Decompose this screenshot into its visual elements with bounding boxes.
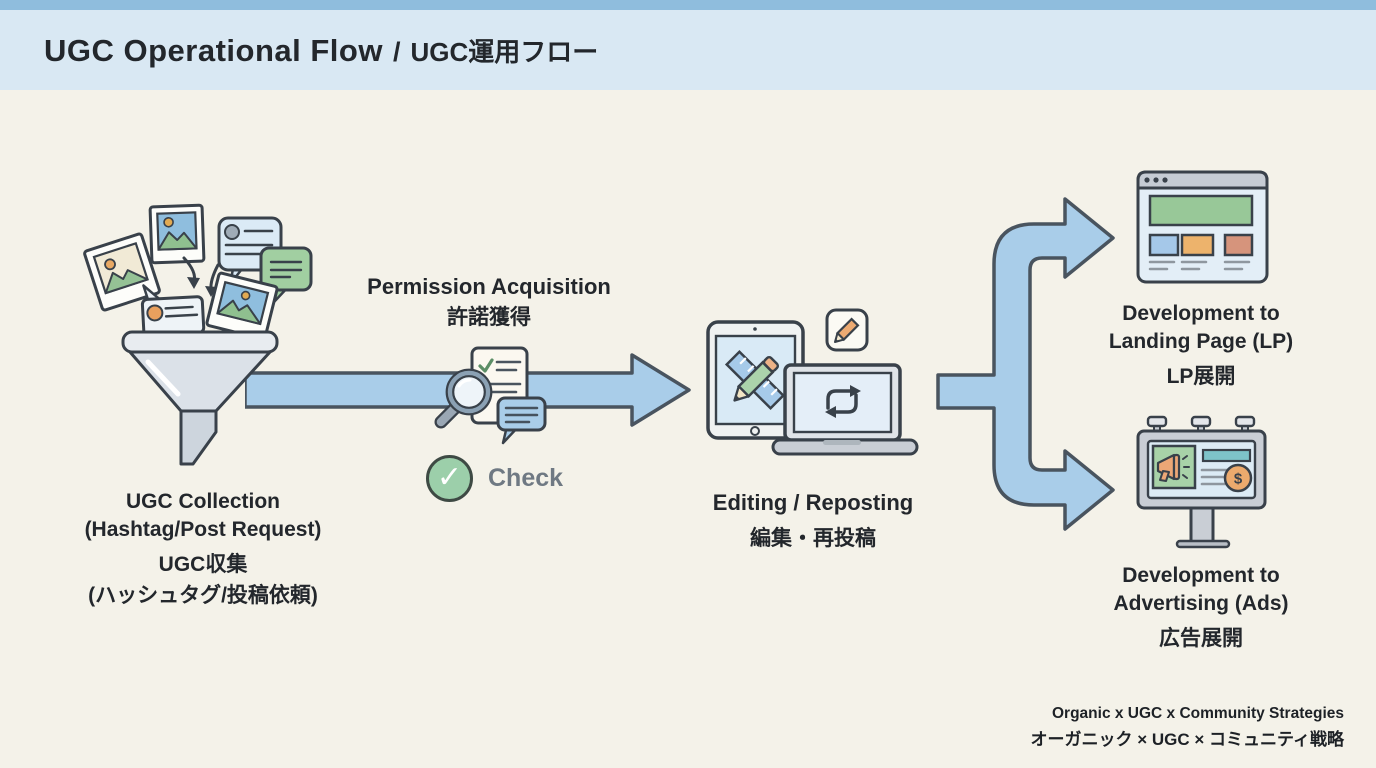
ads-title-ja: 広告展開 — [1159, 627, 1243, 650]
collection-title-en: UGC Collection — [125, 490, 280, 513]
check-circle-icon: ✓ — [426, 455, 473, 502]
megaphone-icon — [1156, 453, 1190, 482]
permission-title-ja: 許諾獲得 — [447, 306, 531, 329]
check-mark-icon: ✓ — [436, 460, 463, 494]
drop-arrow-icon — [182, 256, 220, 297]
footer-caption: Organic x UGC x Community Strategies オーガ… — [1030, 702, 1344, 753]
check-badge: ✓ Check — [426, 455, 563, 502]
card-block — [1223, 233, 1254, 257]
permission-illustration — [434, 346, 547, 445]
branch-arrow — [936, 197, 1115, 531]
pencil-icon — [733, 355, 780, 402]
page-title-en: UGC Operational Flow — [44, 32, 383, 68]
photo-icon — [205, 271, 279, 341]
browser-window-icon — [1136, 170, 1269, 284]
page-title: UGC Operational Flow / UGC運用フロー — [44, 32, 598, 69]
permission-label: Permission Acquisition 許諾獲得 — [339, 272, 639, 333]
editing-title-en: Editing / Reposting — [712, 490, 914, 515]
editing-illustration — [706, 308, 919, 456]
browser-dots-icon — [1144, 177, 1168, 183]
billboard-lights — [1146, 415, 1256, 432]
ugc-collection-illustration — [83, 203, 313, 466]
photo-icon — [83, 232, 161, 312]
collection-title-ja: UGC収集 — [158, 553, 248, 576]
lp-title-ja: LP展開 — [1166, 365, 1236, 388]
header-accent-strip — [0, 0, 1376, 10]
landing-page-label: Development to Landing Page (LP) LP展開 — [1040, 300, 1362, 392]
billboard-icon: $ — [1136, 415, 1267, 549]
advertising-label: Development to Advertising (Ads) 広告展開 — [1040, 562, 1362, 654]
ad-banner-block — [1201, 448, 1252, 463]
split-arrow-icon — [936, 197, 1115, 531]
tablet-icon — [706, 320, 805, 440]
ads-title-line1: Development to — [1122, 564, 1280, 587]
photo-icon — [148, 203, 206, 265]
footer-line-en: Organic x UGC x Community Strategies — [1052, 705, 1344, 722]
collection-subtitle-en: (Hashtag/Post Request) — [84, 518, 322, 541]
billboard-base — [1175, 539, 1231, 549]
check-label: Check — [488, 464, 564, 492]
billboard-pole — [1189, 503, 1215, 545]
magnifier-icon — [434, 368, 493, 429]
collection-label: UGC Collection (Hashtag/Post Request) UG… — [30, 488, 376, 611]
editing-label: Editing / Reposting 編集・再投稿 — [663, 488, 963, 554]
permission-title-en: Permission Acquisition — [367, 274, 611, 299]
page-title-ja: UGC運用フロー — [410, 36, 599, 67]
lp-title-line2: Landing Page (LP) — [1108, 330, 1294, 353]
hero-block — [1148, 194, 1254, 227]
editing-title-ja: 編集・再投稿 — [750, 527, 876, 550]
svg-text:$: $ — [1234, 471, 1243, 488]
laptop-icon — [771, 363, 919, 456]
header: UGC Operational Flow / UGC運用フロー — [0, 10, 1376, 90]
collection-subtitle-ja: (ハッシュタグ/投稿依頼) — [88, 584, 318, 607]
text-lines — [1148, 260, 1251, 271]
dollar-coin-icon: $ — [1223, 463, 1253, 493]
footer-line-ja: オーガニック × UGC × コミュニティ戦略 — [1030, 730, 1344, 749]
repost-cycle-icon — [825, 385, 861, 418]
edit-pencil-icon — [825, 308, 869, 352]
lp-title-line1: Development to — [1122, 302, 1280, 325]
speech-bubble-icon — [496, 396, 547, 445]
page-title-separator: / — [392, 36, 401, 67]
card-block — [1148, 233, 1180, 257]
ads-title-line2: Advertising (Ads) — [1113, 592, 1289, 615]
post-card-icon — [140, 284, 206, 337]
funnel-icon — [121, 330, 279, 466]
card-block — [1180, 233, 1215, 257]
